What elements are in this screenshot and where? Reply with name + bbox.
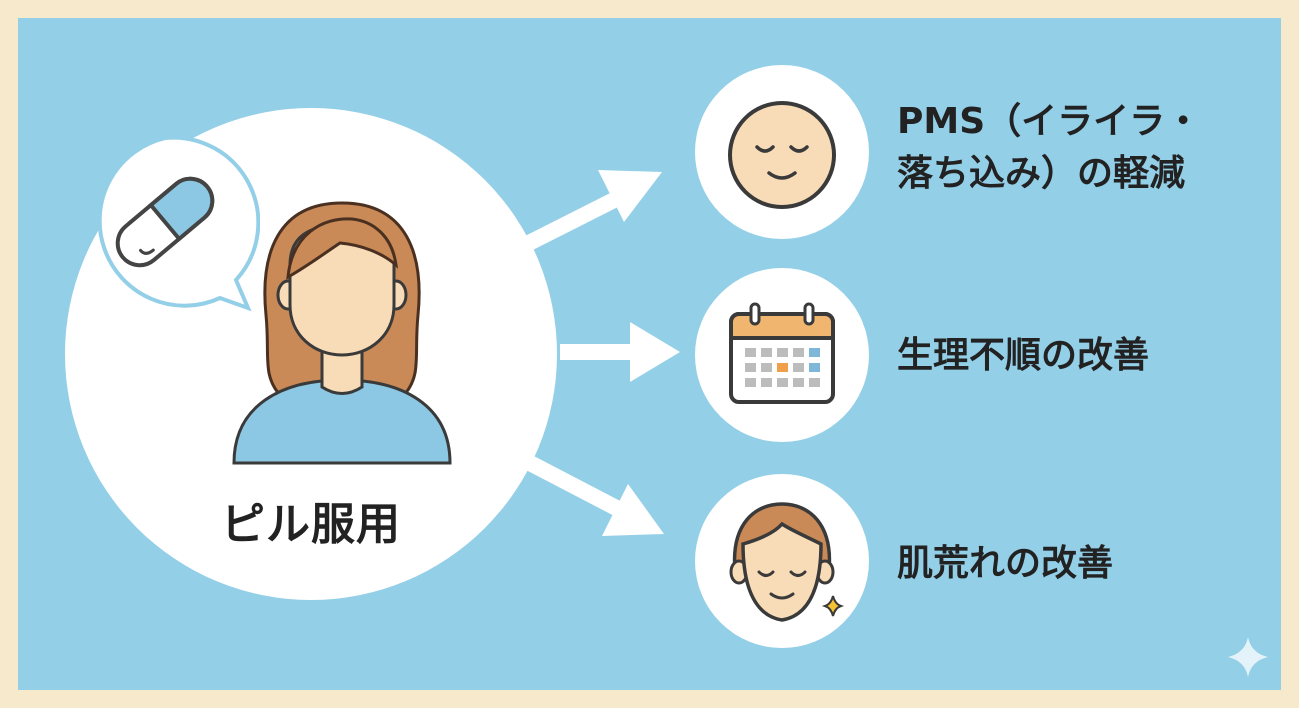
center-label: ピル服用 (221, 499, 401, 550)
calendar-icon (729, 302, 835, 404)
effect-label-pms-line1: PMS（イライラ・ (897, 101, 1202, 142)
effect-circle-skin (695, 474, 869, 648)
effect-label-pms: PMS（イライラ・ 落ち込み）の軽減 (897, 96, 1201, 200)
pill-speech-bubble (97, 135, 260, 312)
pill-capsule-icon (115, 176, 215, 268)
effect-label-pms-line2: 落ち込み）の軽減 (897, 153, 1186, 194)
sparkle-icon (821, 595, 845, 617)
sparkle-watermark-icon (1228, 637, 1268, 677)
effect-circle-cycle (695, 268, 869, 442)
woman-illustration (232, 201, 452, 465)
effect-label-skin: 肌荒れの改善 (897, 543, 1114, 584)
effect-circle-pms (695, 65, 869, 239)
smiling-woman-face-icon (729, 502, 845, 622)
effect-label-cycle: 生理不順の改善 (897, 335, 1150, 376)
relaxed-face-icon (728, 101, 836, 209)
